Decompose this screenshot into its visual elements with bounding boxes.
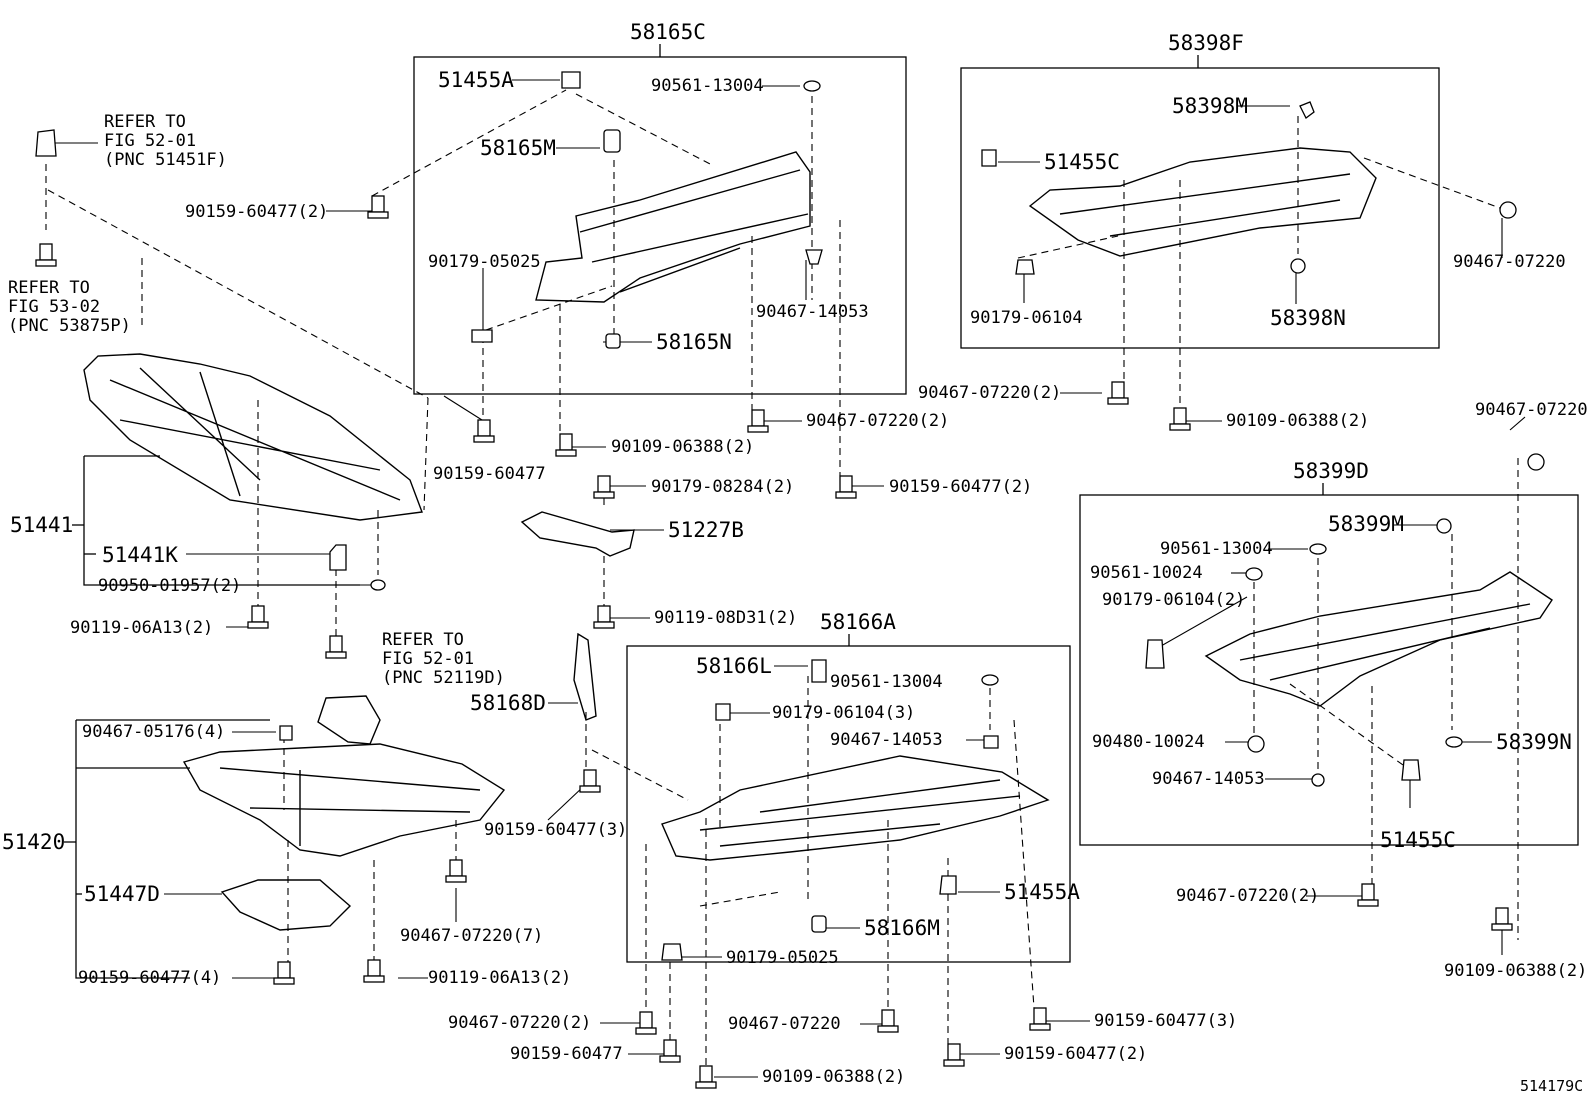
part-label: 90109-06388(2) bbox=[1444, 961, 1588, 981]
part-label: 90179-06104(2) bbox=[1102, 590, 1246, 610]
part-label: 90109-06388(2) bbox=[762, 1067, 906, 1087]
part-label: 58399N bbox=[1496, 730, 1572, 754]
panel-58398F bbox=[1028, 147, 1377, 257]
frame-58398F bbox=[960, 67, 1440, 349]
group-label-58399D: 58399D bbox=[1293, 459, 1369, 483]
part-label: 90179-06104 bbox=[970, 308, 1083, 328]
part-label: 90159-60477 bbox=[510, 1044, 623, 1064]
frame-58166A bbox=[626, 645, 1071, 963]
part-label: 90179-05025 bbox=[726, 948, 839, 968]
part-label: 90467-07220(2) bbox=[806, 411, 950, 431]
group-label-58165C: 58165C bbox=[630, 20, 706, 44]
part-label: 58168D bbox=[470, 691, 546, 715]
panel-58399D bbox=[1204, 571, 1553, 707]
refer-note: (PNC 52119D) bbox=[382, 668, 505, 688]
part-label: 58165N bbox=[656, 330, 732, 354]
part-label: 90109-06388(2) bbox=[1226, 411, 1370, 431]
refer-note: FIG 52-01 bbox=[104, 131, 197, 151]
part-label: 90561-13004 bbox=[1160, 539, 1273, 559]
part-label: 90159-60477(2) bbox=[889, 477, 1033, 497]
part-label: 90119-06A13(2) bbox=[70, 618, 214, 638]
part-label: 90119-06A13(2) bbox=[428, 968, 572, 988]
part-label: 51420 bbox=[2, 830, 66, 854]
panel-51441 bbox=[83, 353, 423, 521]
part-label: 90467-07220(2) bbox=[1176, 886, 1320, 906]
group-label-58166A: 58166A bbox=[820, 610, 896, 634]
part-label: 90467-07220(2) bbox=[448, 1013, 592, 1033]
bracket-51227B bbox=[520, 511, 635, 557]
part-label: 90561-13004 bbox=[651, 76, 764, 96]
part-label: 58398N bbox=[1270, 306, 1346, 330]
part-label: 58166L bbox=[696, 654, 772, 678]
part-51447D bbox=[220, 879, 352, 931]
part-label: 58399M bbox=[1328, 512, 1404, 536]
panel-51420 bbox=[182, 743, 506, 857]
part-label: 90109-06388(2) bbox=[611, 437, 755, 457]
part-label: 90467-05176(4) bbox=[82, 722, 226, 742]
part-label: 90467-07220 bbox=[1453, 252, 1566, 272]
frame-58399D bbox=[1079, 494, 1579, 846]
panel-58165C bbox=[535, 151, 811, 303]
figure-code: 514179C bbox=[1520, 1077, 1584, 1095]
refer-note: REFER TO bbox=[8, 278, 90, 298]
part-label: 90179-06104(3) bbox=[772, 703, 916, 723]
part-label: 51447D bbox=[84, 882, 160, 906]
part-label: 90119-08D31(2) bbox=[654, 608, 798, 628]
part-label: 90159-60477(4) bbox=[78, 968, 222, 988]
panel-58166A bbox=[661, 755, 1050, 861]
part-label: 90467-07220 bbox=[728, 1014, 841, 1034]
part-label: 90561-13004 bbox=[830, 672, 943, 692]
part-label: 90467-07220(7) bbox=[400, 926, 544, 946]
part-label: 51455A bbox=[438, 68, 514, 92]
part-label: 90467-07220 bbox=[1475, 400, 1588, 420]
part-label: 51227B bbox=[668, 518, 744, 542]
refer-note: (PNC 53875P) bbox=[8, 316, 131, 336]
refer-note: FIG 52-01 bbox=[382, 649, 475, 669]
part-label: 90467-14053 bbox=[756, 302, 869, 322]
refer-note: FIG 53-02 bbox=[8, 297, 101, 317]
part-label: 51455C bbox=[1044, 150, 1120, 174]
part-label: 90159-60477(3) bbox=[1094, 1011, 1238, 1031]
part-label: 51441K bbox=[102, 543, 178, 567]
part-label: 90159-60477 bbox=[433, 464, 546, 484]
part-label: 90467-14053 bbox=[1152, 769, 1265, 789]
part-label: 90179-05025 bbox=[428, 252, 541, 272]
part-58168D bbox=[573, 632, 597, 721]
part-51420-shield bbox=[317, 695, 381, 745]
part-label: 90159-60477(2) bbox=[185, 202, 329, 222]
part-label: 51455A bbox=[1004, 880, 1080, 904]
part-label: 51455C bbox=[1380, 828, 1456, 852]
refer-note: REFER TO bbox=[382, 630, 464, 650]
refer-note: (PNC 51451F) bbox=[104, 150, 227, 170]
part-label: 90159-60477(3) bbox=[484, 820, 628, 840]
part-label: 51441 bbox=[10, 513, 74, 537]
part-label: 90467-14053 bbox=[830, 730, 943, 750]
part-label: 90480-10024 bbox=[1092, 732, 1205, 752]
part-label: 90950-01957(2) bbox=[98, 576, 242, 596]
part-label: 90179-08284(2) bbox=[651, 477, 795, 497]
part-label: 90561-10024 bbox=[1090, 563, 1203, 583]
part-label: 58398M bbox=[1172, 94, 1248, 118]
part-label: 90159-60477(2) bbox=[1004, 1044, 1148, 1064]
group-label-58398F: 58398F bbox=[1168, 31, 1244, 55]
part-label: 58165M bbox=[480, 136, 556, 160]
part-label: 90467-07220(2) bbox=[918, 383, 1062, 403]
part-label: 58166M bbox=[864, 916, 940, 940]
refer-note: REFER TO bbox=[104, 112, 186, 132]
